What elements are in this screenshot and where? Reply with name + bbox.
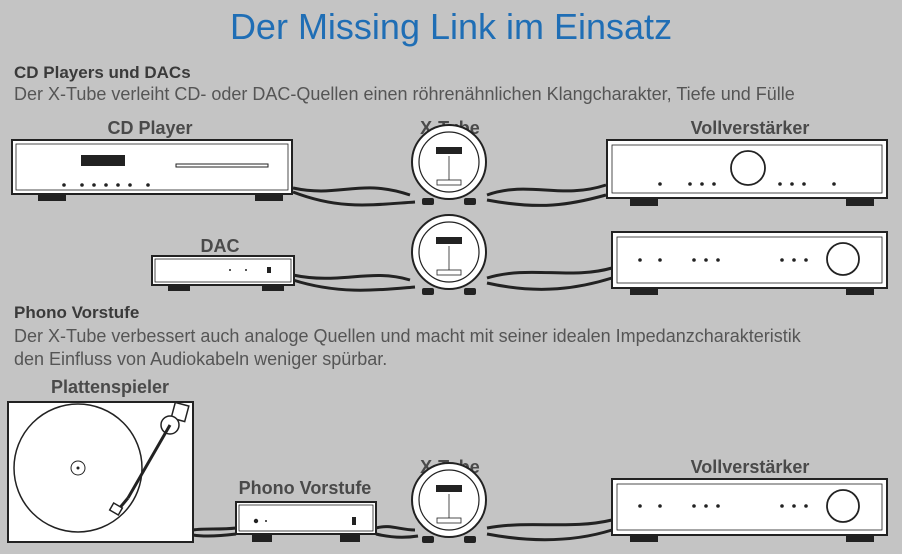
section-description-phono-line1: Der X-Tube verbessert auch analoge Quell… [14, 326, 801, 346]
section-description-phono-line2: den Einfluss von Audiokabeln weniger spü… [14, 349, 388, 369]
phono-preamp-device [235, 501, 377, 542]
section-heading-cd: CD Players und DACs [14, 63, 191, 82]
turntable-device [7, 401, 194, 543]
amplifier-device-1 [606, 139, 888, 206]
label-amp-1: Vollverstärker [690, 118, 810, 138]
cd-player-device [11, 139, 293, 201]
dac-device [151, 255, 295, 291]
amplifier-device-3 [611, 478, 888, 542]
label-phono: Phono Vorstufe [238, 478, 372, 498]
xtube-device-1 [411, 124, 487, 206]
label-amp-3: Vollverstärker [690, 457, 810, 477]
xtube-device-2 [411, 214, 487, 296]
label-turntable: Plattenspieler [50, 377, 170, 397]
section-description-cd: Der X-Tube verleiht CD- oder DAC-Quellen… [14, 84, 795, 104]
amplifier-device-2 [611, 231, 888, 295]
page-title: Der Missing Link im Einsatz [229, 6, 673, 47]
section-heading-phono: Phono Vorstufe [14, 303, 140, 322]
label-dac: DAC [200, 236, 240, 256]
label-cd-player: CD Player [107, 118, 193, 138]
xtube-device-3 [411, 462, 487, 544]
